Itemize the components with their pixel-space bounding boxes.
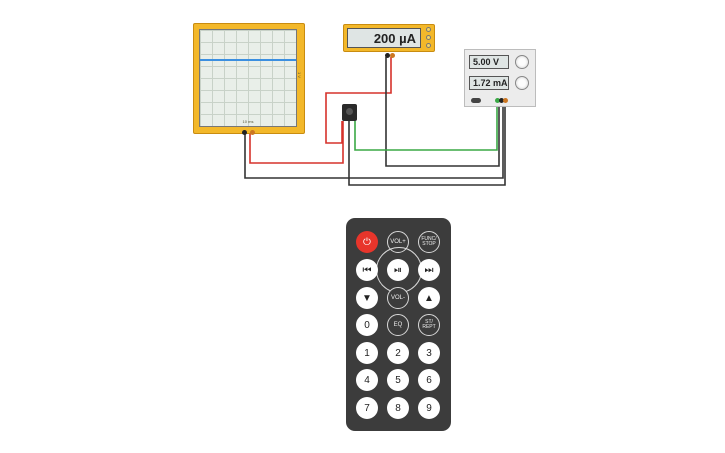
- digit-7-button[interactable]: 7: [356, 397, 378, 419]
- digit-9-button[interactable]: 9: [418, 397, 440, 419]
- oscilloscope-trace: [200, 59, 296, 61]
- prev-button[interactable]: ⏮: [356, 259, 378, 281]
- vol-down-button[interactable]: VOL-: [387, 287, 409, 309]
- power-supply-terminal-positive[interactable]: [503, 98, 508, 103]
- down-button[interactable]: ▼: [356, 287, 378, 309]
- current-knob[interactable]: [515, 76, 529, 90]
- oscilloscope-time-scale: 10 ms: [242, 119, 254, 124]
- multimeter-terminal-positive[interactable]: [390, 53, 395, 58]
- oscilloscope-terminal-positive[interactable]: [250, 130, 255, 135]
- play-pause-button[interactable]: ⏯: [387, 259, 409, 281]
- ir-receiver-sensor[interactable]: [342, 104, 357, 121]
- power-supply-terminal-negative[interactable]: [499, 98, 504, 103]
- wire-meter-to-sensor[interactable]: [325, 57, 392, 144]
- st-rept-label: ST/ REPT: [422, 319, 436, 330]
- power-supply-voltage-display: 5.00 V: [469, 55, 509, 69]
- oscilloscope[interactable]: 10 ms 1 V: [193, 23, 305, 135]
- power-supply[interactable]: 5.00 V 1.72 mA: [464, 49, 536, 107]
- digit-6-button[interactable]: 6: [418, 369, 440, 391]
- func-stop-button[interactable]: FUNC/ STOP: [418, 231, 440, 253]
- digit-4-button[interactable]: 4: [356, 369, 378, 391]
- multimeter-mode-ohm[interactable]: [426, 43, 431, 48]
- wire-scope-black[interactable]: [244, 102, 504, 179]
- digit-0-button[interactable]: 0: [356, 314, 378, 336]
- voltage-knob[interactable]: [515, 55, 529, 69]
- digit-1-button[interactable]: 1: [356, 342, 378, 364]
- multimeter-terminal-com[interactable]: [385, 53, 390, 58]
- digit-2-button[interactable]: 2: [387, 342, 409, 364]
- oscilloscope-terminal-negative[interactable]: [242, 130, 247, 135]
- func-stop-label: FUNC/ STOP: [421, 236, 437, 247]
- wire-scope-red[interactable]: [249, 121, 344, 164]
- st-rept-button[interactable]: ST/ REPT: [418, 314, 440, 336]
- up-button[interactable]: ▲: [418, 287, 440, 309]
- wire-sensor-ground[interactable]: [348, 102, 506, 186]
- multimeter-display: 200 µA: [347, 28, 421, 48]
- power-supply-current-display: 1.72 mA: [469, 76, 509, 90]
- oscilloscope-volt-scale: 1 V: [297, 72, 302, 79]
- eq-button[interactable]: EQ: [387, 314, 409, 336]
- power-supply-terminal-ground[interactable]: [495, 98, 500, 103]
- power-button[interactable]: ⏻: [356, 231, 378, 253]
- ir-remote[interactable]: ⏻ VOL+ FUNC/ STOP ⏮ ⏯ ⏭ ▼ VOL- ▲ 0 EQ ST…: [346, 218, 451, 431]
- digit-5-button[interactable]: 5: [387, 369, 409, 391]
- multimeter[interactable]: 200 µA: [343, 24, 435, 58]
- oscilloscope-screen: 10 ms: [199, 29, 297, 127]
- multimeter-mode-v[interactable]: [426, 35, 431, 40]
- digit-3-button[interactable]: 3: [418, 342, 440, 364]
- next-button[interactable]: ⏭: [418, 259, 440, 281]
- digit-8-button[interactable]: 8: [387, 397, 409, 419]
- wire-meter-black[interactable]: [385, 57, 500, 167]
- wire-sensor-green[interactable]: [354, 102, 498, 151]
- multimeter-mode-a[interactable]: [426, 27, 431, 32]
- power-switch[interactable]: [471, 98, 481, 103]
- ir-sensor-lens: [346, 108, 353, 115]
